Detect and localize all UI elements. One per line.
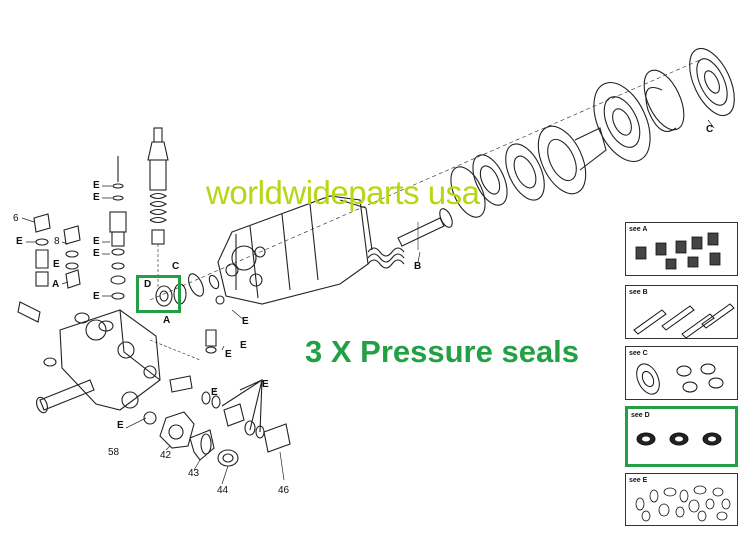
part-number-44: 44: [217, 485, 229, 496]
part-number-6: 6: [13, 213, 19, 224]
kit-box-d: see D: [625, 406, 738, 467]
unloader-valve: [147, 127, 169, 290]
piston-b: [397, 208, 453, 250]
bolt: [36, 379, 95, 414]
ring-58: [143, 411, 157, 425]
label-e3: E: [16, 236, 23, 247]
kit-a-parts: [635, 232, 721, 270]
label-e4: E: [93, 236, 100, 247]
label-e2: E: [93, 192, 100, 203]
pump-manifold: [59, 309, 201, 411]
kit-title-a: see A: [629, 226, 648, 233]
bolt-2: [17, 301, 41, 323]
thrust-bearing: [450, 154, 508, 218]
part-number-42: 42: [160, 450, 172, 461]
label-e8: E: [242, 316, 249, 327]
kit-title-c: see C: [629, 350, 648, 357]
plug-6: [33, 213, 51, 287]
kit-title-d: see D: [631, 412, 650, 419]
kit-c-parts: [636, 363, 724, 395]
watermark-text: worldwideparts usa: [206, 174, 480, 211]
label-e6: E: [53, 259, 60, 270]
label-c-top: C: [706, 124, 714, 135]
kit-title-b: see B: [629, 289, 648, 296]
label-e11: E: [211, 387, 218, 398]
kit-box-b: see B: [625, 285, 738, 339]
label-e13: E: [117, 420, 124, 431]
label-e1: E: [93, 180, 100, 191]
label-e7: E: [93, 291, 100, 302]
label-c-mid: C: [172, 261, 180, 272]
pump-housing: [217, 195, 373, 305]
kit-box-e: see E: [625, 473, 738, 526]
check-valve-8: [63, 225, 81, 289]
label-e5: E: [93, 248, 100, 259]
part-number-8: 8: [54, 236, 60, 247]
label-a-left: A: [52, 279, 60, 290]
kit-d-parts: [636, 432, 722, 446]
kit-box-a: see A: [625, 222, 738, 276]
nipple-fitting: [205, 329, 217, 354]
cap-44: [217, 449, 239, 467]
fitting-small: [43, 357, 57, 367]
bearing: [593, 82, 651, 162]
kit-b-parts: [633, 303, 735, 339]
kit-box-c: see C: [625, 346, 738, 400]
label-e12: E: [262, 379, 269, 390]
valve-stem: [109, 156, 127, 300]
seal-d-highlight-box: [136, 275, 181, 313]
outlet-fittings: [169, 375, 291, 453]
label-b: B: [414, 261, 422, 272]
swash-plate: [505, 125, 607, 201]
fitting-43: [189, 429, 215, 461]
label-a-mid: A: [163, 315, 171, 326]
retaining-ring: [645, 86, 677, 132]
pressure-seals-headline: 3 X Pressure seals: [305, 334, 580, 369]
kit-title-e: see E: [629, 477, 648, 484]
nut-42: [159, 411, 195, 449]
kit-e-parts: [635, 485, 731, 522]
part-number-43: 43: [188, 468, 200, 479]
part-number-58: 58: [108, 447, 120, 458]
seal-c-middle: [188, 273, 225, 305]
label-d: D: [144, 279, 152, 290]
piston-spring: [367, 247, 405, 269]
oil-seal-c: [689, 47, 735, 117]
label-e9: E: [240, 340, 247, 351]
label-e10: E: [225, 349, 232, 360]
part-number-46: 46: [278, 485, 290, 496]
